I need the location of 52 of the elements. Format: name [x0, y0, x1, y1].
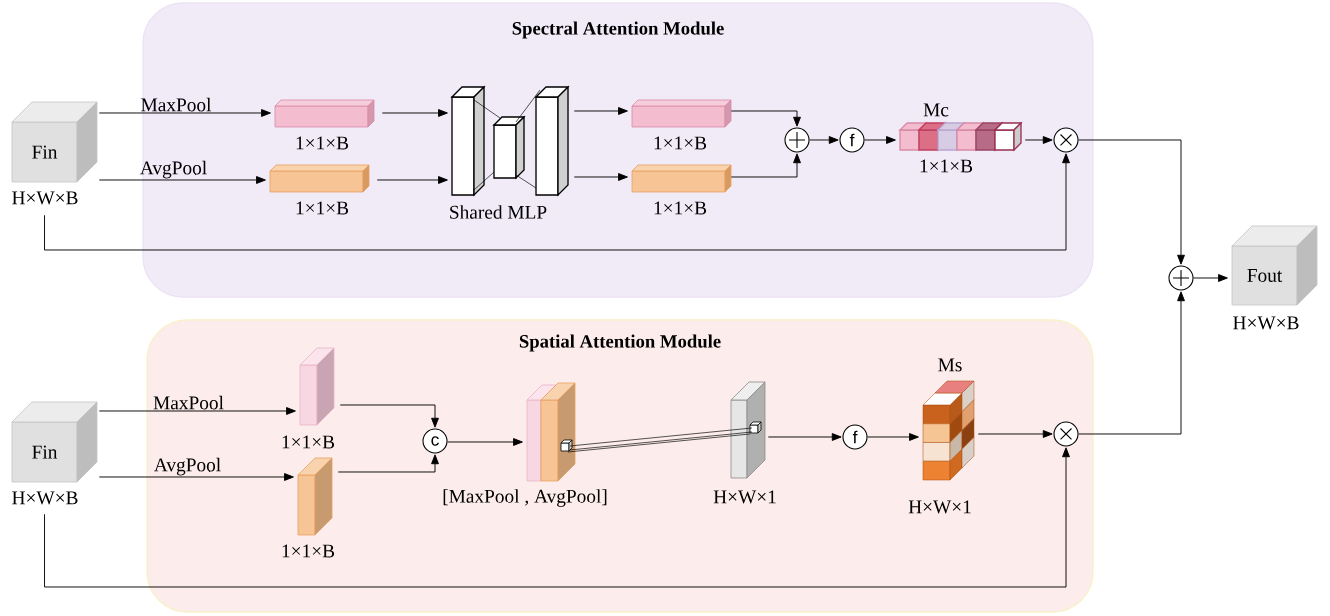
- arrow: [864, 136, 896, 144]
- node-caption: 1×1×B: [654, 136, 707, 150]
- arrow: [573, 107, 628, 115]
- edge-label: MaxPool: [153, 395, 224, 410]
- arrow: [337, 454, 439, 473]
- arrow: [1024, 136, 1053, 144]
- arrow: [339, 404, 439, 428]
- arrow: [447, 438, 523, 446]
- node-caption: [MaxPool , AvgPool]: [443, 489, 607, 507]
- node-caption: Ms: [938, 358, 962, 372]
- sum-operator: [784, 127, 810, 153]
- arrow: [977, 430, 1053, 438]
- feature-cube: Fin: [11, 401, 98, 483]
- node-caption: Mc: [923, 103, 949, 117]
- multiply-operator: [1053, 421, 1079, 447]
- arrow: [1078, 291, 1185, 435]
- arrow: [98, 176, 266, 184]
- panel-title: Spectral Attention Module: [512, 21, 724, 39]
- node-caption: 1×1×B: [296, 201, 349, 215]
- node-caption: 1×1×B: [282, 435, 335, 449]
- module-panel: [146, 319, 1094, 613]
- multiply-operator: [1053, 127, 1079, 153]
- arrow: [573, 173, 628, 181]
- node-caption: H×W×B: [12, 191, 78, 205]
- node-caption: H×W×1: [713, 490, 776, 504]
- node-caption: H×W×B: [12, 491, 78, 505]
- edge-label: AvgPool: [140, 160, 207, 179]
- arrow: [98, 473, 294, 481]
- node-caption: H×W×1: [908, 500, 971, 514]
- node-caption: 1×1×B: [654, 201, 707, 215]
- arrow: [381, 109, 448, 117]
- arrow: [1193, 274, 1228, 282]
- arrow: [44, 447, 1070, 588]
- feature-cube: Fin: [11, 101, 98, 183]
- node-caption: H×W×B: [1233, 316, 1299, 330]
- arrow: [1078, 139, 1185, 265]
- arrow: [809, 136, 839, 144]
- arrow: [730, 153, 801, 178]
- node-caption: 1×1×B: [282, 544, 335, 558]
- arrow: [44, 153, 1070, 251]
- arrow: [376, 176, 448, 184]
- feature-cube: Fout: [1231, 225, 1318, 306]
- arrow: [867, 433, 919, 441]
- panel-title: Spatial Attention Module: [519, 334, 721, 352]
- node-caption: 1×1×B: [920, 159, 973, 173]
- arrow: [767, 433, 842, 441]
- sum-operator: [1168, 265, 1194, 291]
- arrow: [730, 110, 801, 127]
- edge-label: AvgPool: [154, 457, 221, 476]
- node-caption: 1×1×B: [296, 136, 349, 150]
- node-caption: Shared MLP: [450, 205, 547, 219]
- edge-label: MaxPool: [141, 97, 212, 112]
